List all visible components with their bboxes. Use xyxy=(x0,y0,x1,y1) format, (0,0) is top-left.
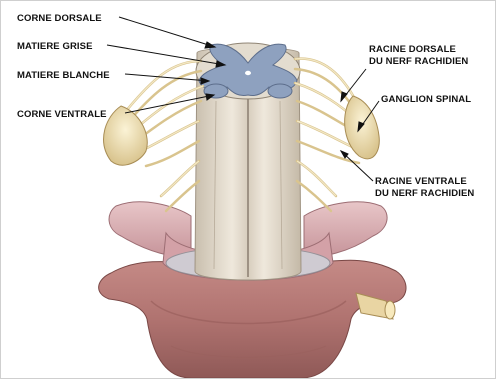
label-racine-ventrale-line2: DU NERF RACHIDIEN xyxy=(375,188,474,199)
ganglion-left xyxy=(104,106,148,165)
ganglion-right xyxy=(345,96,380,159)
label-racine-ventrale-line1: RACINE VENTRALE xyxy=(375,176,467,187)
label-matiere-grise: MATIERE GRISE xyxy=(17,41,93,52)
label-corne-ventrale: CORNE VENTRALE xyxy=(17,109,107,120)
central-canal xyxy=(245,71,251,75)
label-corne-dorsale: CORNE DORSALE xyxy=(17,13,102,24)
label-racine-dorsale-line1: RACINE DORSALE xyxy=(369,44,456,55)
label-ganglion-spinal: GANGLION SPINAL xyxy=(381,94,471,105)
label-racine-dorsale-line2: DU NERF RACHIDIEN xyxy=(369,56,468,67)
label-matiere-blanche: MATIERE BLANCHE xyxy=(17,70,110,81)
